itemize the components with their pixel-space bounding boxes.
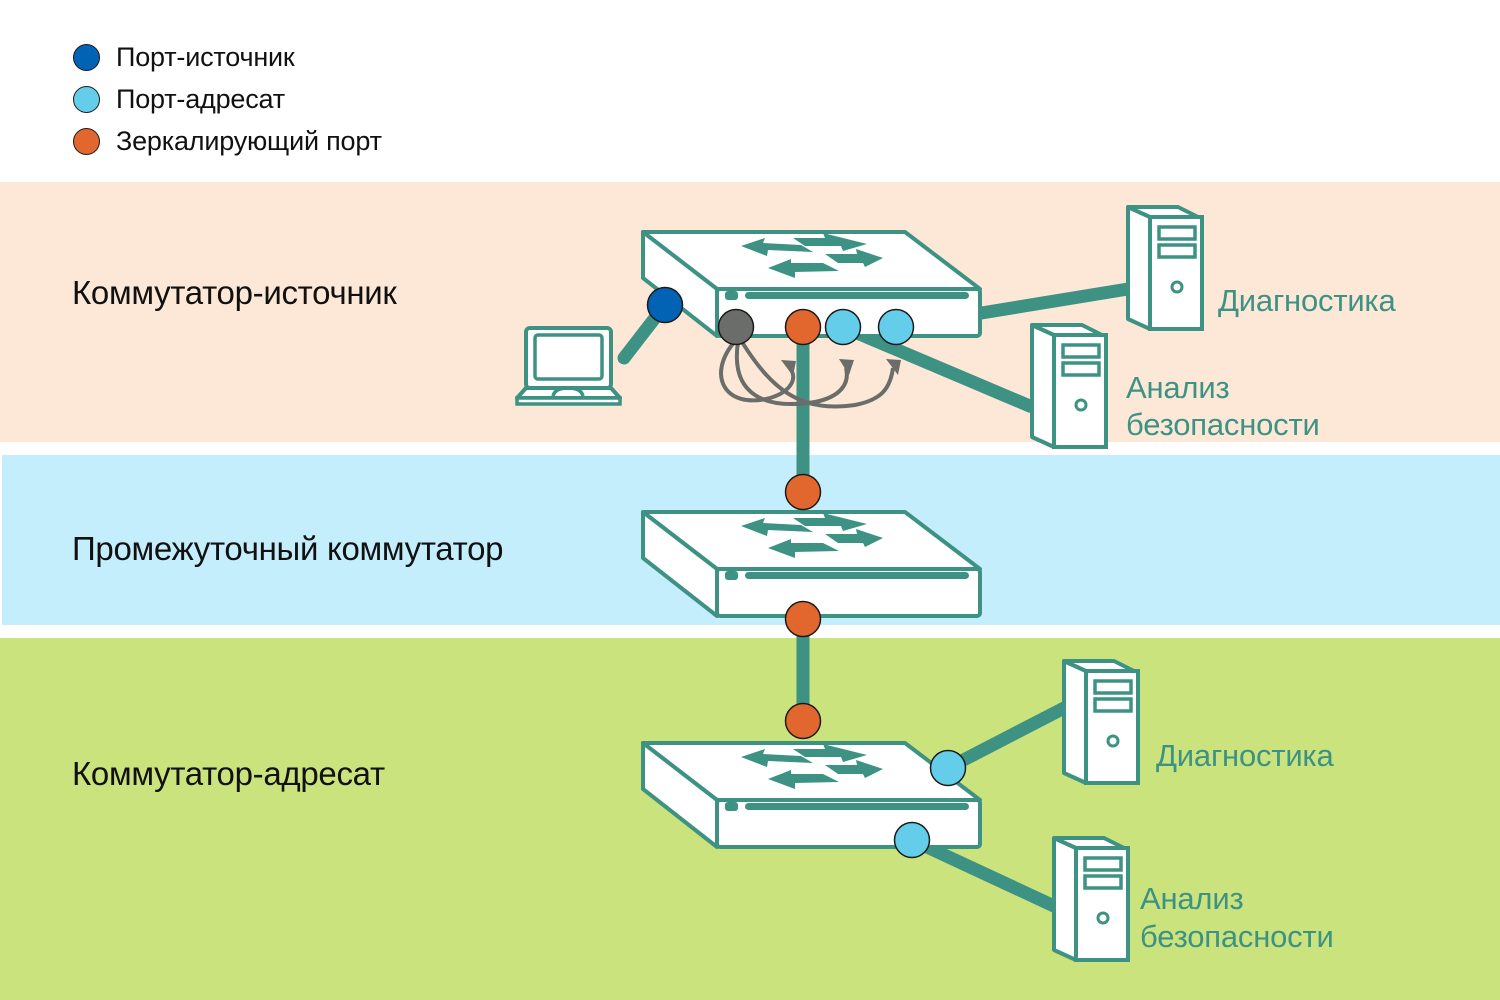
link-dest-switch-security [909, 834, 1059, 913]
source-security-server-icon [1030, 323, 1108, 449]
mirror-arrows [719, 338, 895, 409]
legend-item-dest-port: Порт-адресат [73, 78, 382, 120]
mirror-arrow-to-dest-port-1 [734, 341, 849, 407]
destination-switch-label: Коммутатор-адресат [72, 755, 385, 792]
mirror-port [784, 308, 822, 346]
dest-port [893, 821, 931, 859]
legend-label: Зеркалирующий порт [116, 125, 382, 156]
legend-label: Порт-адресат [116, 83, 285, 114]
dest-diagnostics-server-icon [1062, 659, 1140, 785]
source-diagnostics-label: Диагностика [1218, 283, 1396, 318]
dest-security-server-icon [1052, 836, 1130, 962]
intermediate-switch-label: Промежуточный коммутатор [72, 530, 504, 567]
mirror-port-dot-icon [73, 127, 100, 155]
source-switch-label: Коммутатор-источник [72, 274, 397, 311]
mirror-port [784, 600, 822, 638]
idle-port [717, 308, 755, 346]
mirror-arrow-to-mirror-port [719, 338, 796, 403]
source-port [646, 286, 684, 324]
legend-item-source-port: Порт-источник [73, 36, 382, 78]
source-port-dot-icon [73, 43, 100, 71]
source-security-label-line2: безопасности [1126, 407, 1320, 442]
legend-label: Порт-источник [116, 41, 295, 72]
link-source-switch-security [840, 321, 1035, 413]
legend: Порт-источник Порт-адресат Зеркалирующий… [73, 36, 382, 162]
legend-item-mirror-port: Зеркалирующий порт [73, 120, 382, 162]
arrowhead-icon [886, 359, 901, 375]
arrowhead-icon [839, 359, 854, 375]
arrowheads [781, 359, 901, 376]
source-diagnostics-server-icon [1126, 205, 1204, 331]
laptop-icon [515, 326, 622, 406]
mirror-arrow-to-dest-port-2 [740, 340, 895, 409]
mirror-port [784, 473, 822, 511]
dest-diagnostics-label: Диагностика [1156, 738, 1334, 773]
link-dest-switch-diag [945, 701, 1069, 774]
dest-port-dot-icon [73, 85, 100, 113]
intermediate-switch-icon [641, 510, 982, 618]
arrowhead-icon [781, 360, 796, 376]
source-security-label-line1: Анализ [1126, 370, 1230, 405]
dest-security-label-line1: Анализ [1140, 881, 1244, 916]
dest-security-label-line2: безопасности [1140, 919, 1334, 954]
dest-port [877, 308, 915, 346]
dest-port [929, 749, 967, 787]
destination-switch-icon [641, 741, 982, 849]
mirror-port [784, 702, 822, 740]
dest-port [824, 308, 862, 346]
